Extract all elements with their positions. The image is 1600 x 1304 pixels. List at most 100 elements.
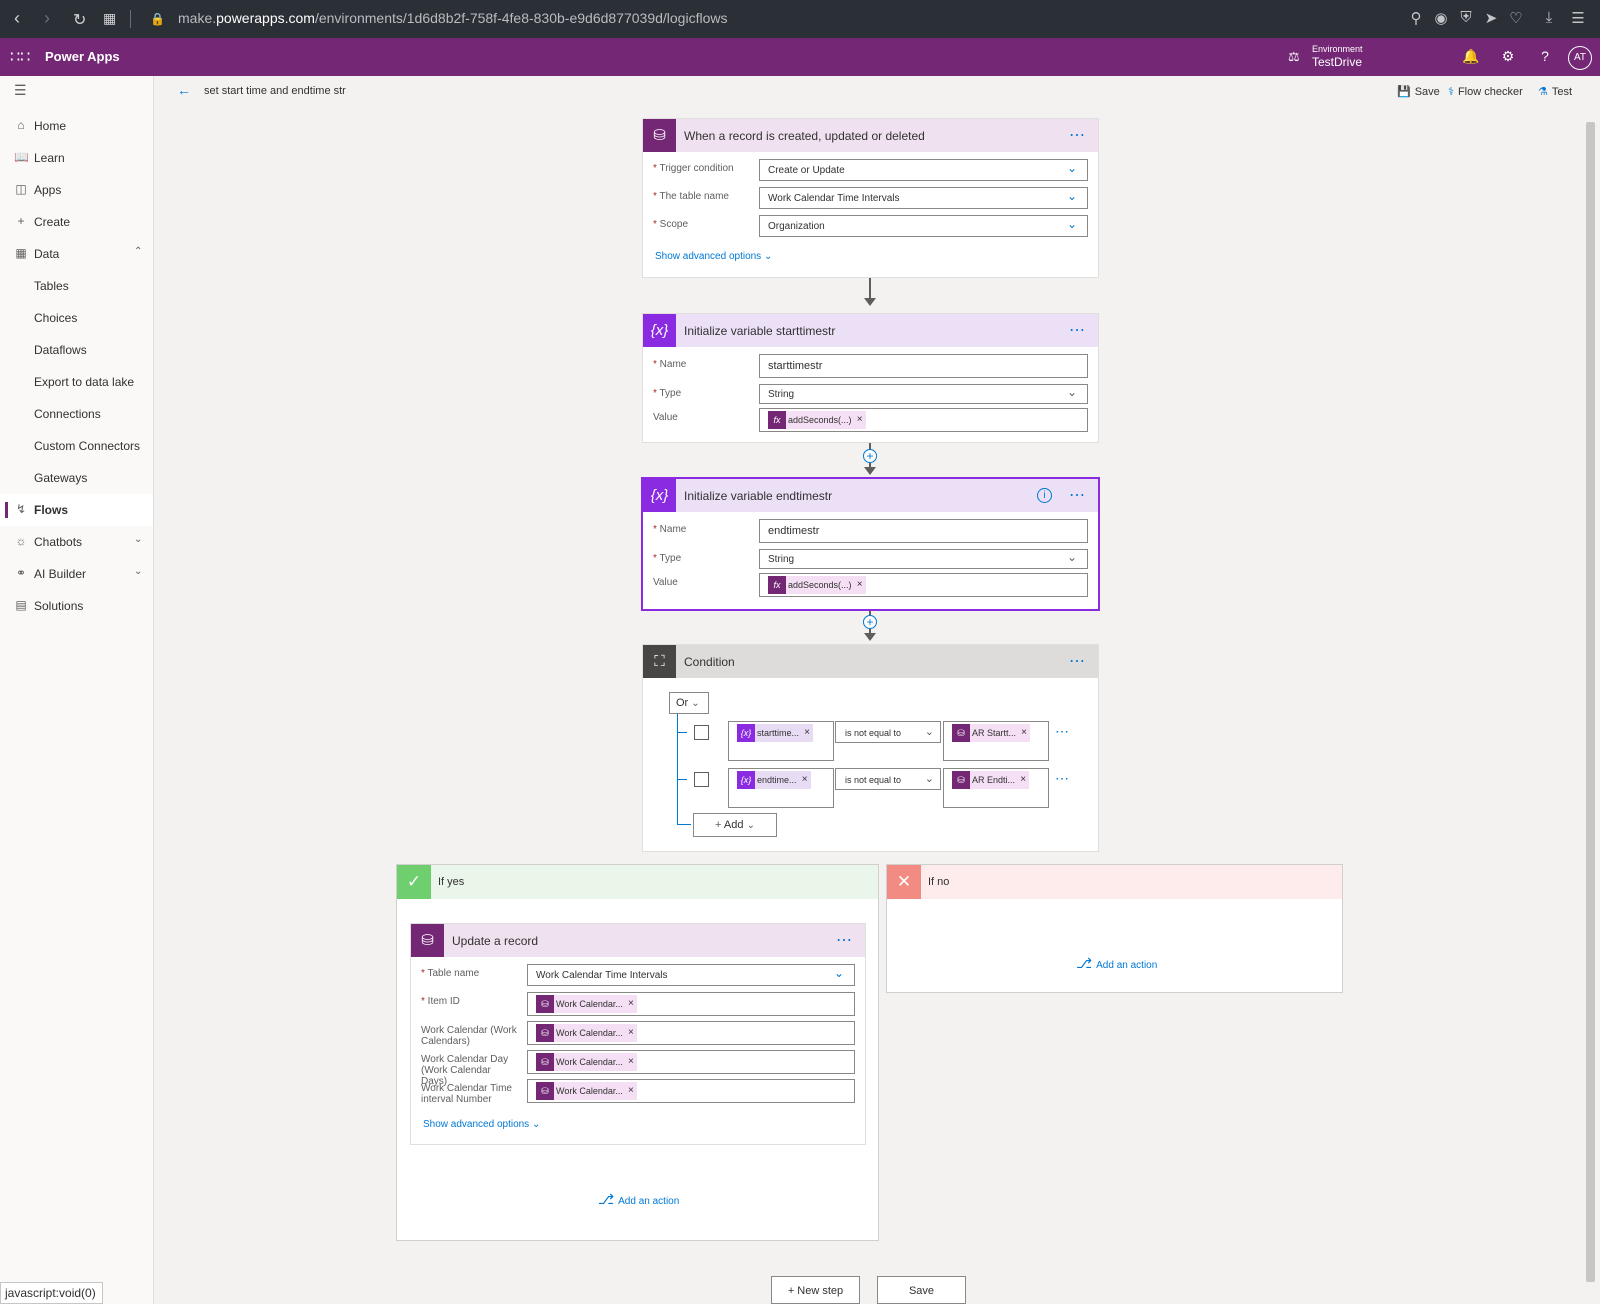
condition-operator-dropdown[interactable]: is not equal to⌄ [835, 768, 941, 790]
more-options-icon[interactable]: ⋯ [1069, 322, 1086, 339]
new-step-button[interactable]: + New step [771, 1276, 860, 1304]
variable-card-header[interactable]: {x} Initialize variable endtimestr i ⋯ [643, 479, 1098, 512]
more-options-icon[interactable]: ⋯ [1069, 487, 1086, 504]
environment-icon[interactable]: ⚖ [1288, 49, 1300, 64]
vertical-scrollbar[interactable] [1583, 106, 1600, 1304]
variable-name-input[interactable]: endtimestr [759, 519, 1088, 543]
sidebar-item-custom-connectors[interactable]: Custom Connectors [0, 430, 153, 462]
heart-icon[interactable]: ♡ [1509, 10, 1523, 27]
work-calendar-day-input[interactable]: ⛁Work Calendar...× [527, 1050, 855, 1074]
row-select-checkbox[interactable] [694, 772, 709, 787]
more-options-icon[interactable]: ⋯ [1069, 127, 1086, 144]
remove-token-icon[interactable]: × [1020, 774, 1027, 785]
save-command[interactable]: 💾Save [1397, 85, 1440, 98]
work-calendar-time-interval-input[interactable]: ⛁Work Calendar...× [527, 1079, 855, 1103]
sidebar-item-ai-builder[interactable]: ⚭AI Builder⌄ [0, 558, 153, 590]
trigger-card-header[interactable]: ⛁ When a record is created, updated or d… [643, 119, 1098, 152]
settings-sliders-icon[interactable]: ☰ [1571, 10, 1585, 27]
sidebar-item-home[interactable]: ⌂Home [0, 110, 153, 142]
hamburger-icon[interactable]: ☰ [14, 82, 27, 98]
insert-step-icon[interactable]: + [863, 615, 877, 629]
condition-right-operand[interactable]: ⛁AR Endti...× [943, 768, 1049, 808]
sidebar-item-flows[interactable]: ↯Flows [0, 494, 153, 526]
remove-token-icon[interactable]: × [856, 579, 863, 590]
test-command[interactable]: ⚗Test [1538, 85, 1572, 98]
more-options-icon[interactable]: ⋯ [1069, 653, 1086, 670]
show-advanced-options-link[interactable]: Show advanced options ⌄ [655, 251, 773, 262]
show-advanced-options-link[interactable]: Show advanced options ⌄ [423, 1119, 541, 1130]
condition-left-operand[interactable]: {x}endtime...× [728, 768, 834, 808]
dataverse-token[interactable]: ⛁AR Startt...× [952, 724, 1031, 742]
remove-token-icon[interactable]: × [628, 1085, 634, 1096]
group-operator-dropdown[interactable]: Or ⌄ [669, 692, 709, 714]
sidebar-item-solutions[interactable]: ▤Solutions [0, 590, 153, 622]
chevron-down-icon[interactable]: ⌄ [134, 566, 143, 577]
update-table-name-dropdown[interactable]: Work Calendar Time Intervals⌄ [527, 964, 855, 986]
gear-icon[interactable]: ⚙ [1501, 48, 1515, 64]
row-more-icon[interactable]: ⋯ [1055, 770, 1069, 786]
dataverse-token[interactable]: ⛁Work Calendar...× [536, 1082, 637, 1100]
address-bar[interactable]: make.powerapps.com/environments/1d6d8b2f… [178, 10, 727, 26]
condition-right-operand[interactable]: ⛁AR Startt...× [943, 721, 1049, 761]
reload-icon[interactable]: ↻ [73, 12, 87, 29]
scope-dropdown[interactable]: Organization⌄ [759, 215, 1088, 237]
sidebar-item-connections[interactable]: Connections [0, 398, 153, 430]
sidebar-item-apps[interactable]: ◫Apps [0, 174, 153, 206]
sidebar-item-learn[interactable]: 📖Learn [0, 142, 153, 174]
zoom-icon[interactable]: ⚲ [1410, 10, 1422, 27]
camera-icon[interactable]: ◉ [1434, 10, 1448, 27]
avatar[interactable]: AT [1568, 46, 1592, 70]
remove-token-icon[interactable]: × [801, 774, 808, 785]
scrollbar-thumb[interactable] [1586, 122, 1595, 1282]
sidebar-item-dataflows[interactable]: Dataflows [0, 334, 153, 366]
save-button[interactable]: Save [877, 1276, 966, 1304]
back-icon[interactable]: ‹ [14, 8, 20, 28]
condition-operator-dropdown[interactable]: is not equal to⌄ [835, 721, 941, 743]
update-record-header[interactable]: ⛁ Update a record ⋯ [411, 924, 865, 957]
variable-card-header[interactable]: {x} Initialize variable starttimestr ⋯ [643, 314, 1098, 347]
sidebar-item-data[interactable]: ▦Data⌃ [0, 238, 153, 270]
dataverse-token[interactable]: ⛁Work Calendar...× [536, 1024, 637, 1042]
download-icon[interactable]: ⤓ [1545, 9, 1553, 26]
row-more-icon[interactable]: ⋯ [1055, 723, 1069, 739]
remove-token-icon[interactable]: × [628, 998, 634, 1009]
send-icon[interactable]: ➤ [1484, 10, 1498, 27]
dataverse-token[interactable]: ⛁Work Calendar...× [536, 1053, 637, 1071]
remove-token-icon[interactable]: × [628, 1027, 634, 1038]
remove-token-icon[interactable]: × [628, 1056, 634, 1067]
variable-type-dropdown[interactable]: String⌄ [759, 549, 1088, 569]
sidebar-item-create[interactable]: +Create [0, 206, 153, 238]
add-condition-button[interactable]: + Add ⌄ [693, 813, 777, 837]
insert-step-icon[interactable]: + [863, 449, 877, 463]
tabs-grid-icon[interactable]: ▦ [103, 10, 117, 26]
trigger-condition-dropdown[interactable]: Create or Update⌄ [759, 159, 1088, 181]
add-an-action-link[interactable]: ⎇Add an action [1076, 955, 1157, 972]
forward-icon[interactable]: › [44, 8, 50, 28]
shield-icon[interactable]: ⛨ [1460, 9, 1472, 26]
variable-token[interactable]: {x}endtime...× [737, 771, 811, 789]
sidebar-item-export-to-data-lake[interactable]: Export to data lake [0, 366, 153, 398]
add-an-action-link[interactable]: ⎇Add an action [598, 1191, 679, 1208]
remove-token-icon[interactable]: × [856, 414, 863, 425]
row-select-checkbox[interactable] [694, 725, 709, 740]
table-name-dropdown[interactable]: Work Calendar Time Intervals⌄ [759, 187, 1088, 209]
more-options-icon[interactable]: ⋯ [836, 932, 853, 949]
condition-left-operand[interactable]: {x}starttime...× [728, 721, 834, 761]
back-arrow-icon[interactable]: ← [177, 82, 191, 98]
sidebar-item-choices[interactable]: Choices [0, 302, 153, 334]
help-icon[interactable]: ? [1541, 48, 1549, 64]
waffle-icon[interactable]: ∷∷ [10, 49, 31, 66]
sidebar-item-tables[interactable]: Tables [0, 270, 153, 302]
app-name[interactable]: Power Apps [45, 49, 120, 64]
chevron-up-icon[interactable]: ⌃ [134, 246, 143, 257]
bell-icon[interactable]: 🔔 [1462, 48, 1480, 64]
chevron-down-icon[interactable]: ⌄ [134, 534, 143, 545]
flow-checker-command[interactable]: ⚕Flow checker [1448, 85, 1523, 98]
remove-token-icon[interactable]: × [1021, 727, 1028, 738]
sidebar-item-chatbots[interactable]: ☼Chatbots⌄ [0, 526, 153, 558]
dataverse-token[interactable]: ⛁Work Calendar...× [536, 995, 637, 1013]
dataverse-token[interactable]: ⛁AR Endti...× [952, 771, 1030, 789]
